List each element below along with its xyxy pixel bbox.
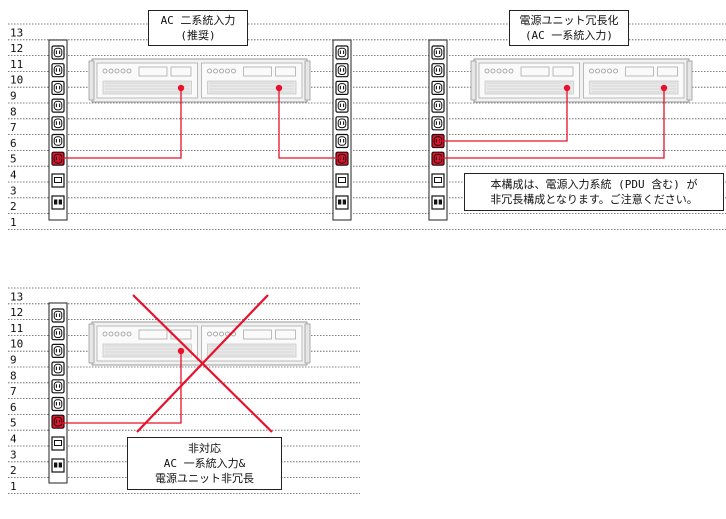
outlet-icon bbox=[431, 45, 445, 60]
bottom-unit-label: 10 bbox=[10, 338, 23, 351]
note-warning: 本構成は、電源入力系統 (PDU 含む) が 非冗長構成となります。ご注意くださ… bbox=[464, 173, 724, 211]
bottom-unit-label: 3 bbox=[10, 448, 17, 461]
top-unit-label: 13 bbox=[10, 26, 23, 39]
bottom-unit-label: 9 bbox=[10, 354, 17, 367]
outlet-icon bbox=[51, 361, 65, 376]
bottom-unit-label: 13 bbox=[10, 290, 23, 303]
breaker-icon bbox=[51, 173, 65, 188]
bottom-unit-label: 4 bbox=[10, 433, 17, 446]
outlet-icon bbox=[51, 379, 65, 394]
outlet-active-icon bbox=[51, 414, 65, 429]
socket-panel-icon bbox=[51, 458, 65, 473]
outlet-icon bbox=[431, 116, 445, 131]
note-unsupported: 非対応 AC 一系統入力& 電源ユニット非冗長 bbox=[127, 437, 282, 490]
outlet-active-icon bbox=[51, 151, 65, 166]
server-bottom bbox=[88, 321, 311, 366]
outlet-icon bbox=[51, 80, 65, 96]
note-warning-line1: 本構成は、電源入力系統 (PDU 含む) が bbox=[490, 178, 698, 191]
note-recommended: AC 二系統入力 (推奨) bbox=[148, 10, 248, 46]
bottom-unit-label: 12 bbox=[10, 306, 23, 319]
cable-right-2 bbox=[438, 88, 665, 159]
outlet-icon bbox=[51, 343, 65, 358]
outlet-active-icon bbox=[335, 151, 349, 166]
top-unit-label: 1 bbox=[10, 216, 17, 229]
socket-panel-icon bbox=[51, 195, 65, 210]
breaker-icon bbox=[431, 173, 445, 188]
pdu-strips bbox=[48, 39, 448, 484]
power-inlet-dot bbox=[660, 84, 668, 92]
cross-stroke bbox=[136, 294, 269, 433]
note-recommended-line1: AC 二系統入力 bbox=[160, 14, 236, 27]
power-inlet-dot bbox=[563, 84, 571, 92]
outlet-icon bbox=[51, 326, 65, 341]
top-unit-label: 6 bbox=[10, 137, 17, 150]
top-unit-label: 4 bbox=[10, 169, 17, 182]
note-psu-redundant-line1: 電源ユニット冗長化 bbox=[519, 14, 619, 27]
top-unit-label: 7 bbox=[10, 121, 17, 134]
bottom-unit-label: 2 bbox=[10, 464, 17, 477]
servers bbox=[88, 58, 693, 366]
outlet-icon bbox=[431, 98, 445, 113]
outlet-icon bbox=[51, 116, 65, 131]
bottom-unit-label: 1 bbox=[10, 480, 17, 493]
note-psu-redundant: 電源ユニット冗長化 (AC 一系統入力) bbox=[509, 10, 629, 46]
outlet-icon bbox=[51, 396, 65, 412]
outlet-icon bbox=[335, 63, 349, 78]
power-inlet-dot bbox=[177, 347, 185, 355]
top-unit-label: 9 bbox=[10, 90, 17, 103]
top-unit-label: 10 bbox=[10, 74, 23, 87]
power-inlet-dot bbox=[177, 84, 185, 92]
bottom-unit-label: 8 bbox=[10, 369, 17, 382]
outlet-active-icon bbox=[431, 151, 445, 166]
outlet-icon bbox=[335, 98, 349, 113]
socket-panel-icon bbox=[431, 195, 445, 210]
power-cables bbox=[58, 84, 668, 424]
top-unit-label: 5 bbox=[10, 153, 17, 166]
outlet-icon bbox=[51, 308, 65, 323]
cable-right-1 bbox=[438, 88, 568, 142]
outlet-icon bbox=[335, 116, 349, 131]
note-unsupported-line2: AC 一系統入力& bbox=[163, 457, 246, 470]
top-unit-label: 8 bbox=[10, 105, 17, 118]
cable-left bbox=[58, 88, 182, 159]
breaker-icon bbox=[51, 436, 65, 451]
bottom-unit-label: 5 bbox=[10, 417, 17, 430]
outlet-icon bbox=[51, 133, 65, 149]
top-unit-label: 2 bbox=[10, 200, 17, 213]
breaker-icon bbox=[335, 173, 349, 188]
top-unit-label: 11 bbox=[10, 58, 23, 71]
server-top-left bbox=[88, 58, 311, 103]
outlet-icon bbox=[431, 63, 445, 78]
bottom-unit-label: 7 bbox=[10, 385, 17, 398]
outlet-icon bbox=[335, 80, 349, 96]
top-unit-label: 12 bbox=[10, 42, 23, 55]
cable-middle bbox=[278, 88, 342, 159]
note-psu-redundant-line2: (AC 一系統入力) bbox=[524, 29, 614, 42]
outlet-icon bbox=[335, 45, 349, 60]
top-unit-label: 3 bbox=[10, 184, 17, 197]
bottom-unit-label: 11 bbox=[10, 322, 23, 335]
note-recommended-line2: (推奨) bbox=[180, 29, 216, 42]
outlet-icon bbox=[51, 63, 65, 78]
socket-panel-icon bbox=[335, 195, 349, 210]
unsupported-cross-mark bbox=[132, 294, 273, 433]
cable-bottom bbox=[58, 351, 182, 424]
note-unsupported-line1: 非対応 bbox=[188, 442, 221, 455]
power-inlet-dot bbox=[275, 84, 283, 92]
server-top-right bbox=[470, 58, 693, 103]
outlet-icon bbox=[431, 80, 445, 96]
bottom-unit-label: 6 bbox=[10, 401, 17, 414]
outlet-icon bbox=[51, 45, 65, 60]
outlet-icon bbox=[51, 98, 65, 113]
note-unsupported-line3: 電源ユニット非冗長 bbox=[155, 472, 254, 485]
outlet-icon bbox=[335, 133, 349, 149]
note-warning-line2: 非冗長構成となります。ご注意ください。 bbox=[490, 193, 698, 206]
